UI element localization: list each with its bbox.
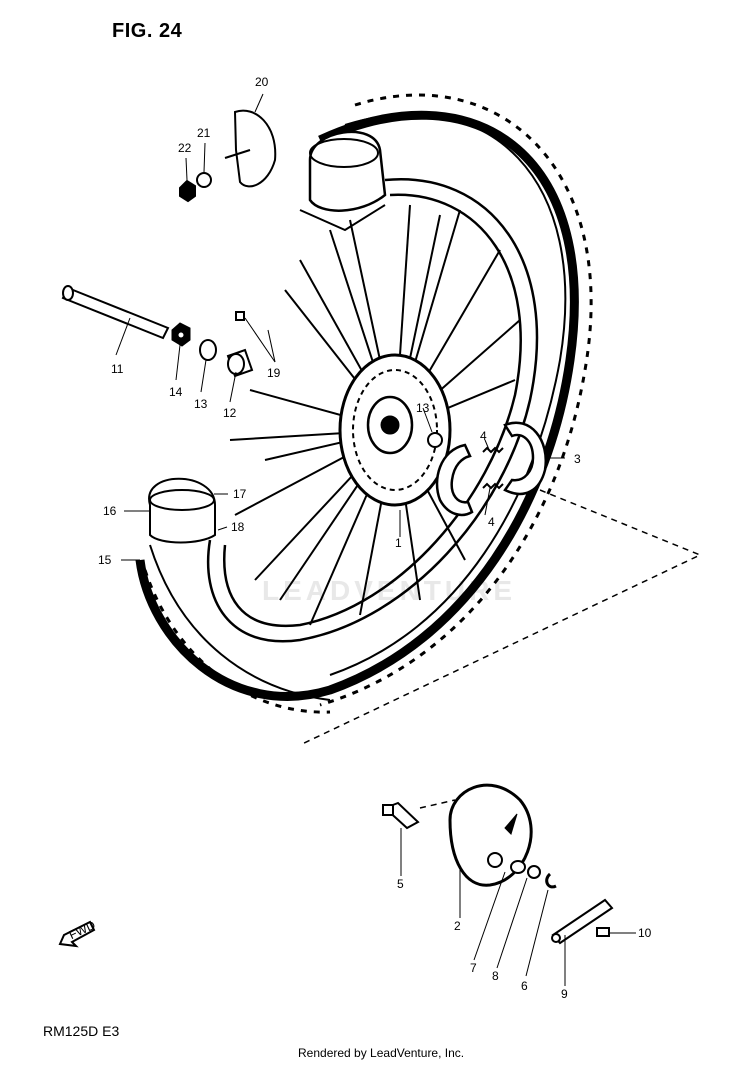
callout-20: 20 xyxy=(255,75,269,89)
brake-shoe-right xyxy=(503,421,548,496)
forward-arrow-icon xyxy=(58,920,96,948)
hub xyxy=(338,353,452,507)
callout-4a: 4 xyxy=(480,429,487,443)
brake-shoe-left xyxy=(435,443,474,517)
callout-15: 15 xyxy=(98,553,112,567)
callout-10: 10 xyxy=(638,926,652,940)
alignment-lines xyxy=(299,489,702,809)
brake-panel xyxy=(448,783,533,887)
rim-lock-bolt xyxy=(179,149,251,203)
callout-12: 12 xyxy=(223,406,237,420)
leader-lines xyxy=(115,93,636,986)
credit-line: Rendered by LeadVenture, Inc. xyxy=(298,1046,465,1060)
rim-band-piece xyxy=(233,109,277,188)
callout-1: 1 xyxy=(395,536,402,550)
callout-9: 9 xyxy=(561,987,568,1001)
tire-cutaway xyxy=(148,477,216,544)
callout-13b: 13 xyxy=(416,401,430,415)
washer xyxy=(199,339,217,361)
brake-springs xyxy=(482,446,504,490)
callout-5: 5 xyxy=(397,877,404,891)
brake-cam-lever xyxy=(551,898,614,945)
callout-2: 2 xyxy=(454,919,461,933)
model-code: RM125D E3 xyxy=(43,1023,120,1039)
callout-17: 17 xyxy=(233,487,247,501)
tire xyxy=(135,93,593,714)
panel-washer xyxy=(527,865,541,879)
callout-16: 16 xyxy=(103,504,117,518)
circlip xyxy=(545,872,557,889)
callout-7: 7 xyxy=(470,961,477,975)
callout-14: 14 xyxy=(169,385,183,399)
figure-title: FIG. 24 xyxy=(112,20,183,42)
nipple-bolt xyxy=(235,311,245,321)
callout-18: 18 xyxy=(231,520,245,534)
callout-8: 8 xyxy=(492,969,499,983)
axle xyxy=(61,285,170,340)
fwd-label: FWD xyxy=(67,918,98,942)
callout-22: 22 xyxy=(178,141,192,155)
axle-nut xyxy=(171,322,191,347)
callout-13a: 13 xyxy=(194,397,208,411)
spacer xyxy=(226,348,254,378)
callout-11: 11 xyxy=(111,362,124,376)
inner-tube xyxy=(299,130,387,232)
callout-6: 6 xyxy=(521,979,528,993)
panel-seal xyxy=(510,860,526,874)
callout-4b: 4 xyxy=(488,515,495,529)
lever-bolt xyxy=(596,927,610,937)
callout-21: 21 xyxy=(197,126,211,140)
callout-19: 19 xyxy=(267,366,281,380)
brake-arm-bolt xyxy=(382,801,420,830)
callout-3: 3 xyxy=(574,452,581,466)
